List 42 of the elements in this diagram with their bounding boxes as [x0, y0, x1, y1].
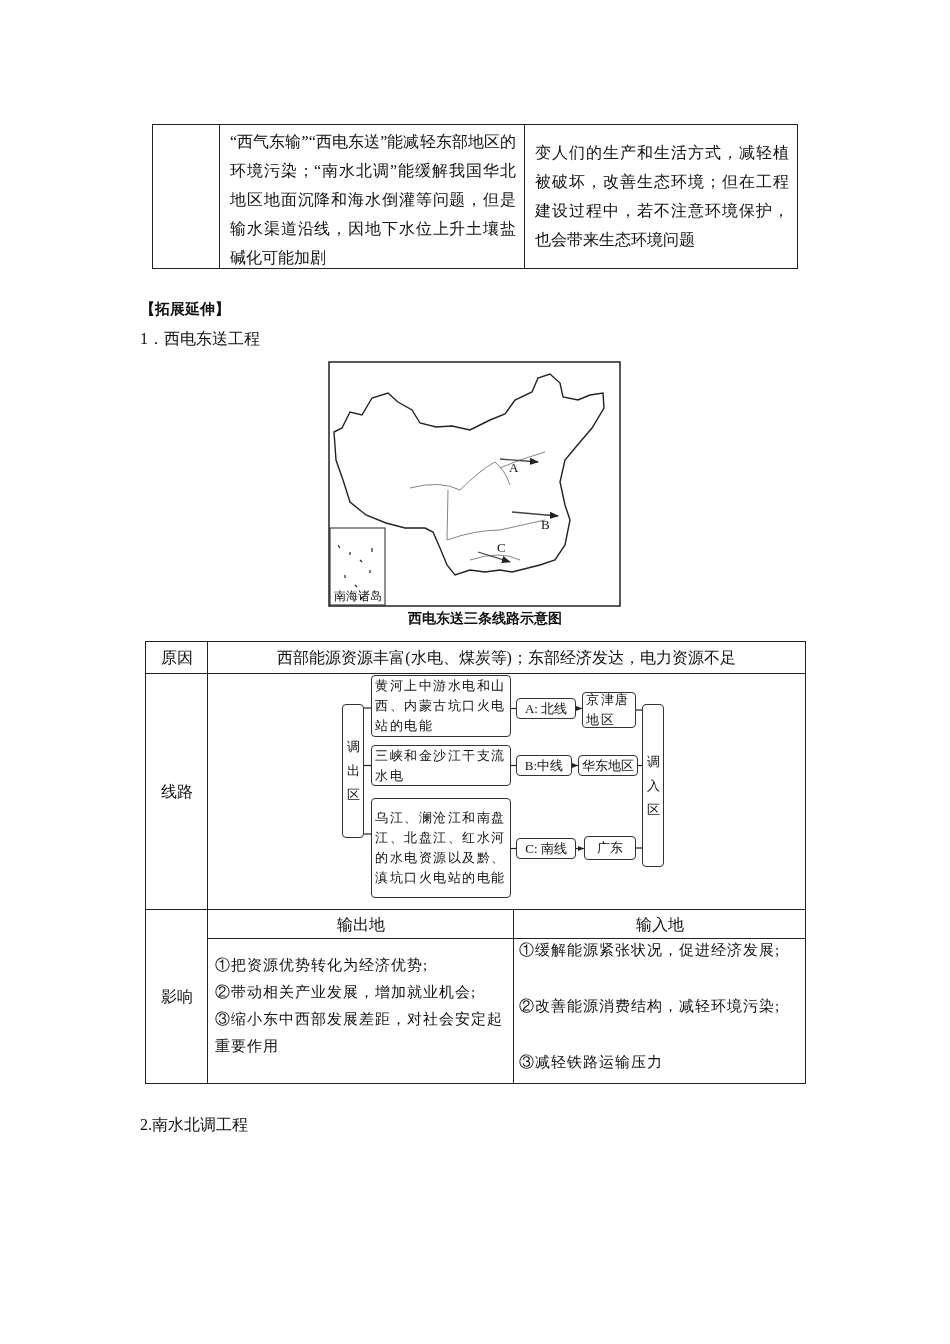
list-item: ③缩小东中西部发展差距，对社会安定起重要作用 [215, 1010, 504, 1056]
table-cell: 西部能源资源丰富(水电、煤炭等)；东部经济发达，电力资源不足 [207, 641, 806, 674]
section-heading: 【拓展延伸】 [140, 300, 231, 319]
list-item: ③减轻铁路运输压力 [519, 1053, 664, 1072]
arrow [575, 706, 583, 711]
inset-label: 南海诸岛 [331, 588, 384, 604]
side-box: 调入区 [642, 704, 664, 867]
process-box: 三峡和金沙江干支流水电 [371, 745, 511, 786]
process-box: B:中线 [516, 755, 572, 776]
map-letter: C [497, 539, 507, 557]
list-item: ①把资源优势转化为经济优势; [215, 956, 430, 975]
list-item: ②改善能源消费结构，减轻环境污染; [519, 997, 782, 1016]
table-cell: 变人们的生产和生活方式，减轻植被破坏，改善生态环境；但在工程建设过程中，若不注意环境保护，也会带来生态环境问题 [524, 124, 798, 269]
table-cell: 原因 [145, 641, 208, 674]
list-item: ②带动相关产业发展，增加就业机会; [215, 983, 478, 1002]
table-cell: 影响 [145, 909, 208, 1084]
list-item: ①缓解能源紧张状况，促进经济发展; [519, 941, 782, 960]
process-box: C: 南线 [516, 838, 576, 859]
process-box: 京津唐地区 [582, 692, 636, 728]
arrow [571, 763, 579, 768]
connector [510, 707, 517, 710]
process-box: 乌江、澜沧江和南盘江、北盘江、红水河的水电资源以及黔、滇坑口火电站的电能 [371, 798, 511, 898]
connector [363, 764, 372, 767]
map-letter: B [541, 516, 551, 534]
connector [510, 764, 517, 767]
connector [510, 847, 517, 850]
process-box: 广东 [584, 836, 636, 860]
map-caption: 西电东送三条线路示意图 [407, 610, 563, 628]
table-cell: “西气东输”“西电东送”能减轻东部地区的环境污染；“南水北调”能缓解我国华北地区地面沉降和海水倒灌等问题，但是输水渠道沿线，因地下水位上升土壤盐碱化可能加剧 [219, 124, 525, 269]
process-box: A: 北线 [516, 698, 576, 719]
section-title: 2.南水北调工程 [140, 1115, 249, 1135]
arrow [575, 846, 585, 851]
process-box: 黄河上中游水电和山西、内蒙古坑口火电站的电能 [371, 675, 511, 737]
side-box: 调出区 [342, 704, 364, 838]
map-letter: A [509, 459, 520, 477]
connector [363, 707, 372, 709]
section-title: 1．西电东送工程 [140, 329, 261, 349]
connector [635, 847, 643, 849]
process-box: 华东地区 [578, 755, 638, 776]
connector [635, 709, 643, 711]
connector [363, 833, 372, 835]
connector [637, 764, 643, 767]
